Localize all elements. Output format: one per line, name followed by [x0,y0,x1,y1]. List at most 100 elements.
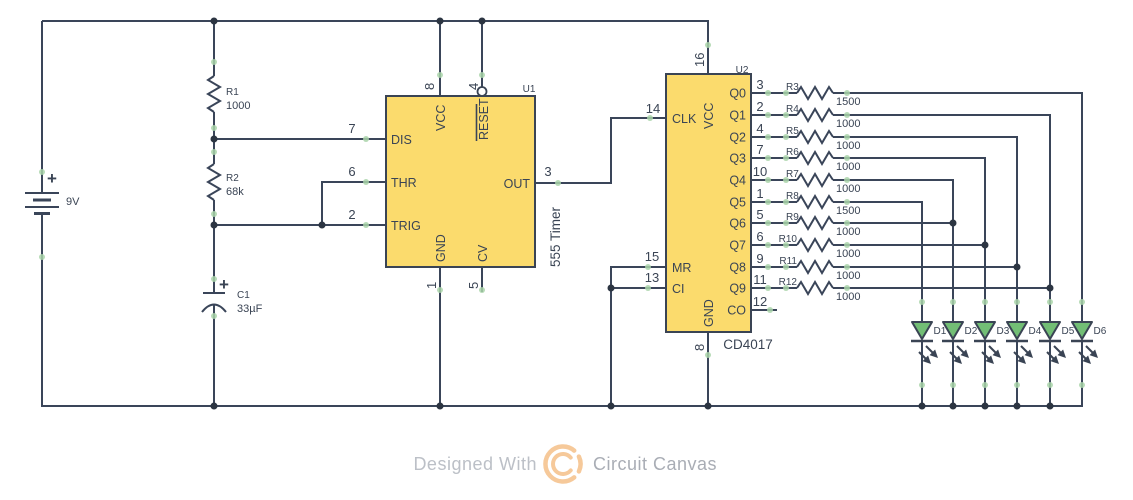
capacitor-c1[interactable]: + C1 33µF [201,275,263,315]
resistor-zigzag [796,259,834,275]
junction-dot [210,221,218,229]
resistor-r3[interactable]: R3 1500 [786,82,860,108]
led-d1[interactable]: D1 [911,321,947,364]
pin-number-q0: 3 [756,77,763,92]
ic-u2-cd4017[interactable]: U2 16 VCC 14 CLK 15 MR 13 CI 8 GND CD401… [645,53,773,352]
led-arrowhead [960,349,969,358]
resistor-zigzag [796,107,834,123]
terminal-dot [783,155,789,161]
resistor-r11[interactable]: R11 1000 [779,256,860,282]
led-arrowhead [953,355,962,364]
resistor-ref: R3 [786,82,799,93]
terminal-dot [555,180,561,186]
terminal-dot [844,112,850,118]
resistor-r4[interactable]: R4 1000 [786,104,860,130]
pin-number-reset: 4 [466,83,481,90]
terminal-dot [39,169,45,175]
resistor-zigzag [796,129,834,145]
wire-r4-to-d5[interactable] [833,114,1051,321]
pin-label-gnd: GND [702,299,716,327]
terminal-dot [211,313,217,319]
terminal-dot [982,299,988,305]
resistor-value: 1000 [226,100,250,112]
watermark-brand: Circuit Canvas [593,454,717,474]
terminal-dot [765,285,771,291]
pin-label-q8: Q8 [729,261,746,275]
terminal-dot [950,382,956,388]
resistor-r8[interactable]: R8 1500 [786,191,860,217]
pin-number-q5: 1 [756,186,763,201]
terminal-dot [1014,382,1020,388]
terminal-dot [39,254,45,260]
pin-number-dis: 7 [348,121,355,136]
resistor-r10[interactable]: R10 1000 [779,234,861,260]
resistor-r6[interactable]: R6 1000 [786,147,860,173]
terminal-dot [783,90,789,96]
resistor-r9[interactable]: R9 1000 [786,212,860,238]
led-arrowhead [922,355,931,364]
junction-dot [949,402,957,410]
terminal-dot [645,264,651,270]
led-d5[interactable]: D5 [1039,321,1075,364]
terminal-dot [1079,382,1085,388]
battery-9v[interactable]: + 9V [25,169,80,215]
resistor-r2[interactable]: R2 68k [206,163,244,201]
terminal-dot [919,299,925,305]
terminal-dot [705,352,711,358]
battery-plus-sign: + [47,169,57,188]
wire-vcc-rail[interactable] [42,20,709,74]
wires [41,20,1083,407]
terminal-dot [783,264,789,270]
led-d3[interactable]: D3 [974,321,1010,364]
led-arrowhead [1017,355,1026,364]
terminal-dot [363,136,369,142]
ic-refdes: U1 [523,84,536,95]
pin-label-q5: Q5 [729,196,746,210]
wire-out-to-clk[interactable] [535,117,666,184]
pin-label-q9: Q9 [729,282,746,296]
pin-number-q7: 6 [756,229,763,244]
pin-label-gnd: GND [434,234,448,262]
junction-dot [478,17,486,25]
wire-ground-net[interactable] [41,213,1083,407]
resistor-value: 1000 [836,270,860,282]
junction-dot [436,402,444,410]
pin-label-dis: DIS [391,133,412,147]
wire-r5-to-d4[interactable] [833,136,1018,321]
pin-label-clk: CLK [672,112,697,126]
wire-ci-to-ground[interactable] [610,287,666,406]
led-d2[interactable]: D2 [942,321,978,364]
pin-number-gnd: 1 [424,282,439,289]
terminal-dot [765,112,771,118]
resistor-r1[interactable]: R1 1000 [206,75,250,113]
terminal-dot [844,177,850,183]
pin-number-q4: 10 [753,164,767,179]
capacitor-plus-sign: + [219,275,229,294]
wire-r7-to-d2[interactable] [833,179,954,321]
resistor-r12[interactable]: R12 1000 [779,277,861,303]
resistor-ref: R6 [786,147,799,158]
pin-number-cv: 5 [466,282,481,289]
resistor-r5[interactable]: R5 1000 [786,126,860,152]
reset-inverter-bubble [476,86,488,97]
resistor-r7[interactable]: R7 1000 [786,169,860,195]
junction-dot [949,219,957,227]
wire-r3-to-d6[interactable] [833,92,1083,321]
pin-number-q9: 11 [753,272,767,287]
terminal-dot [783,242,789,248]
terminal-dot [783,199,789,205]
led-d6[interactable]: D6 [1071,321,1107,364]
junction-dot [1046,402,1054,410]
wire-r8-to-d1[interactable] [833,201,923,321]
led-d4[interactable]: D4 [1006,321,1042,364]
pin-number-vcc: 16 [692,53,707,67]
resistor-ref: R1 [226,87,239,98]
terminal-dot [982,382,988,388]
terminal-dot [1047,382,1053,388]
pin-number-mr: 15 [645,249,659,264]
logo-outer-arc [543,444,577,484]
junction-dot [1046,284,1054,292]
ic-u1-555-timer[interactable]: U1 7 DIS 6 THR 2 TRIG 3 OUT 8 VCC 4 RESE… [348,83,563,289]
resistor-zigzag [206,163,222,201]
pin-label-co: CO [727,304,746,318]
